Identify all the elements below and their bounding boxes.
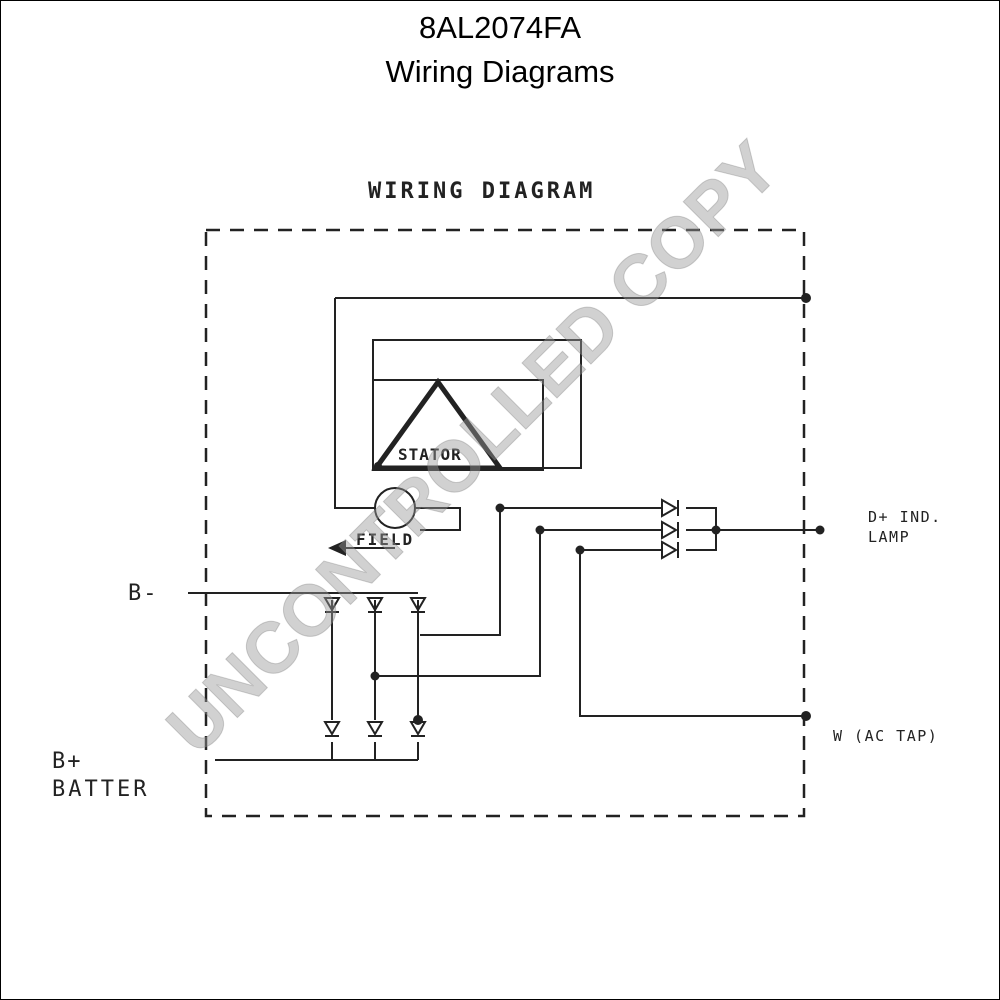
diode-n2 bbox=[366, 597, 384, 613]
diagram-heading: WIRING DIAGRAM bbox=[368, 179, 595, 204]
terminal-d-plus bbox=[815, 525, 825, 535]
label-battery: BATTER bbox=[52, 777, 149, 802]
junction-rect-b bbox=[370, 671, 380, 681]
field-loop-outer bbox=[334, 298, 372, 509]
diode-d1 bbox=[661, 498, 679, 518]
field-coil bbox=[374, 487, 416, 529]
junction-b bbox=[535, 525, 545, 535]
label-lamp: LAMP bbox=[868, 528, 910, 546]
diode-d3 bbox=[661, 540, 679, 560]
phase-wire-c bbox=[579, 550, 806, 717]
negative-diode-row bbox=[323, 597, 427, 613]
junction-stator bbox=[374, 462, 382, 470]
document-title: Wiring Diagrams bbox=[385, 54, 615, 89]
diode-p1 bbox=[323, 721, 341, 737]
junction-rect-c bbox=[413, 715, 423, 725]
junction-d-collector bbox=[711, 525, 721, 535]
junction-c bbox=[575, 545, 585, 555]
alternator-housing bbox=[204, 228, 806, 818]
field-label: FIELD bbox=[356, 530, 414, 549]
phase-wire-a bbox=[420, 508, 501, 636]
label-w-tap: W (AC TAP) bbox=[833, 727, 938, 745]
b-plus-drops bbox=[331, 742, 419, 760]
label-d-plus: D+ IND. bbox=[868, 508, 942, 526]
stator-winding-triangle bbox=[371, 377, 505, 471]
stator-label: STATOR bbox=[398, 445, 462, 464]
d-diode-bank bbox=[661, 498, 679, 560]
diode-n3 bbox=[409, 597, 427, 613]
diode-n1 bbox=[323, 597, 341, 613]
junctions bbox=[370, 293, 825, 725]
diode-d2 bbox=[661, 520, 679, 540]
positive-diode-row bbox=[323, 721, 427, 737]
junction-a bbox=[495, 503, 505, 513]
terminal-w bbox=[801, 711, 811, 721]
uncontrolled-copy-watermark: UNCONTROLLED COPY bbox=[152, 127, 794, 769]
part-number: 8AL2074FA bbox=[418, 10, 582, 45]
label-b-minus: B- bbox=[128, 581, 159, 606]
label-b-plus: B+ bbox=[52, 749, 83, 774]
junction-top bbox=[801, 293, 811, 303]
phase-wire-b bbox=[375, 530, 541, 677]
diode-p2 bbox=[366, 721, 384, 737]
wiring bbox=[188, 297, 820, 761]
